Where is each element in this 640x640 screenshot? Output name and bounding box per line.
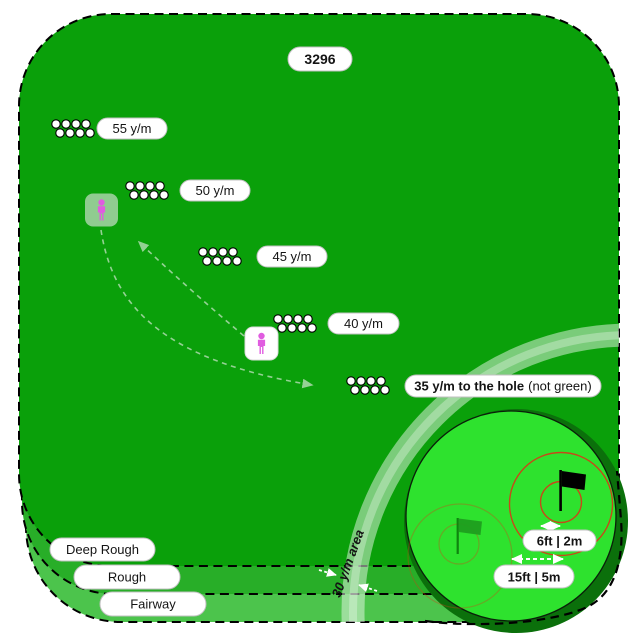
- flag-icon: [561, 471, 586, 490]
- pin-group: [508, 451, 614, 557]
- station-label-35-main: 35 y/m to the hole: [414, 379, 524, 394]
- hole-number: 3296: [304, 51, 335, 67]
- station-pill-40: [327, 312, 400, 335]
- station-label-35-note: (not green): [528, 379, 592, 394]
- station-pill-45: [256, 245, 328, 268]
- thirty-yard-ring-band: [341, 323, 619, 622]
- ghost-flag-pole: [456, 518, 459, 554]
- station-pill-55: [96, 117, 168, 140]
- station-label-40: 40 y/m: [344, 316, 383, 331]
- thirty-yard-ring-group: [341, 323, 619, 622]
- rough-pill: [73, 564, 181, 590]
- six-foot-label: 6ft | 2m: [537, 534, 583, 549]
- deep-rough-pill: [49, 537, 156, 562]
- fairway-pill: [99, 591, 207, 617]
- fifteen-foot-label: 15ft | 5m: [508, 570, 561, 585]
- ring-pointer-left-arrow: [318, 568, 337, 577]
- six-foot-pill: [522, 529, 597, 552]
- player-upper: [85, 193, 118, 227]
- hole-number-pill: [287, 46, 353, 72]
- station-label-35: 35 y/m to the hole (not green): [414, 379, 591, 394]
- flag-pole: [559, 470, 562, 511]
- station-label-55: 55 y/m: [112, 121, 151, 136]
- thirty-yard-ring-highlight: [349, 331, 619, 622]
- station-pill-35: [404, 374, 602, 398]
- rough-label: Rough: [108, 570, 146, 585]
- faded-flag-icon: [458, 518, 482, 535]
- station-pill-50: [179, 179, 251, 202]
- border-arc-over-green: [424, 470, 623, 626]
- fifteen-foot-pill: [493, 564, 575, 589]
- player-lower: [244, 326, 279, 361]
- station-label-45: 45 y/m: [272, 249, 311, 264]
- deep-rough-label: Deep Rough: [66, 542, 139, 557]
- arrow-to-upper-player: [137, 240, 245, 337]
- fairway-label: Fairway: [130, 597, 176, 612]
- station-label-50: 50 y/m: [195, 183, 234, 198]
